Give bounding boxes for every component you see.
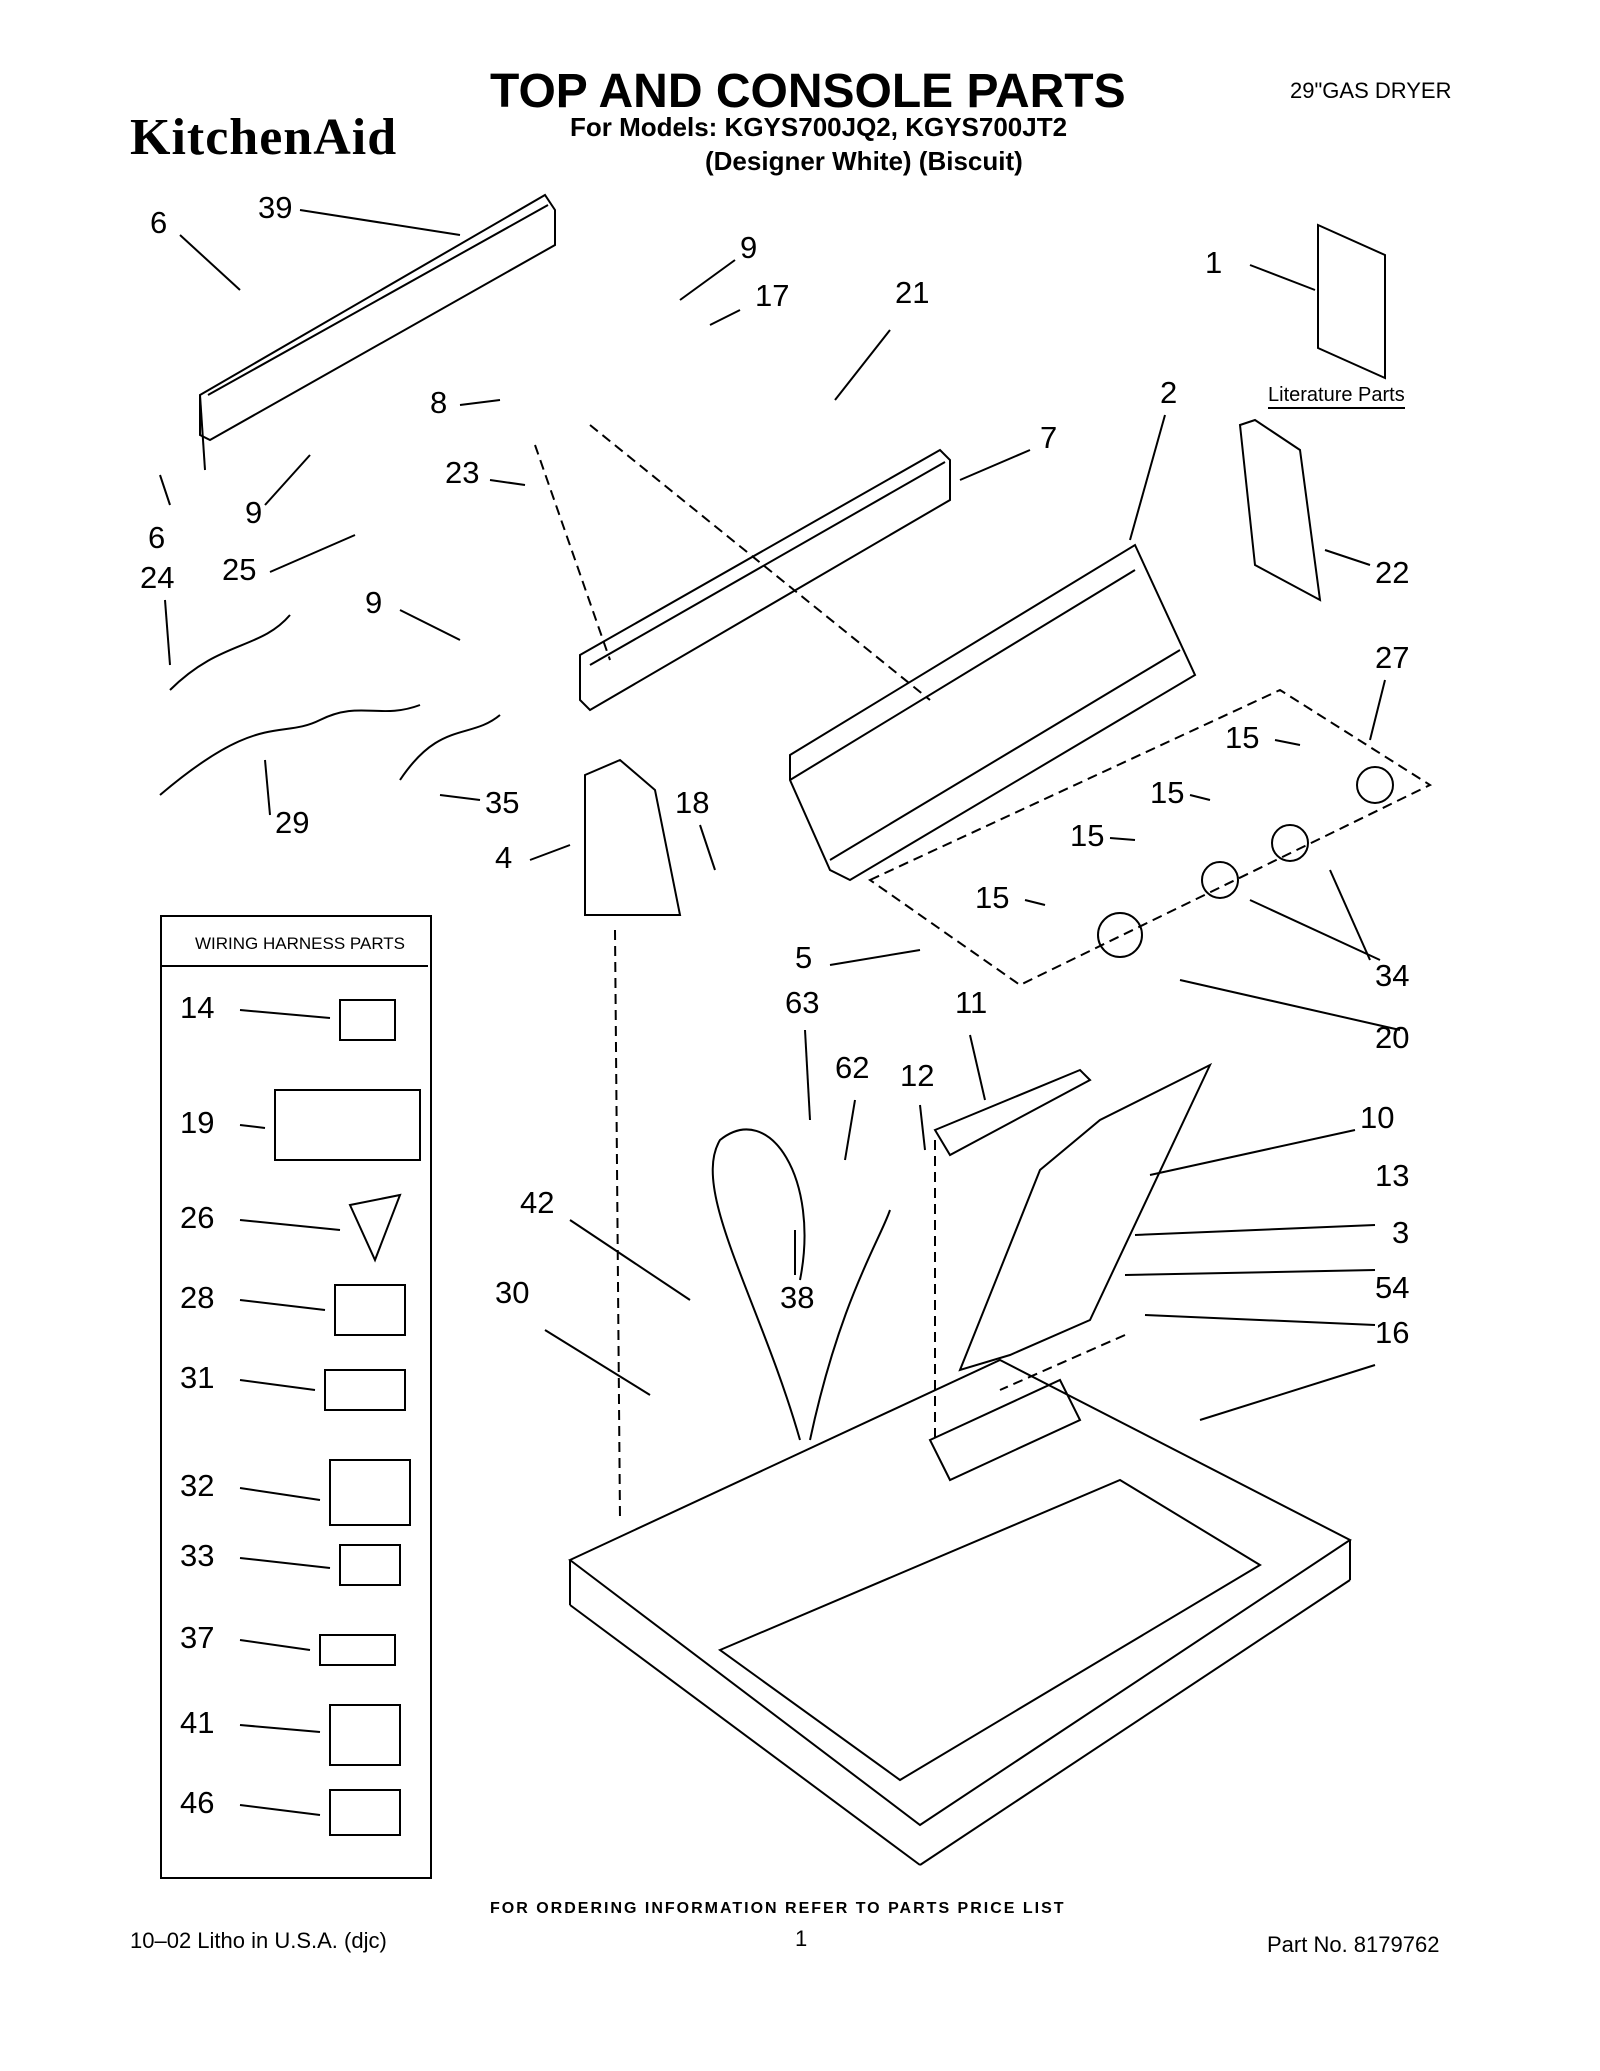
harness-part-33 [339, 1544, 401, 1586]
harness-part-31 [324, 1369, 406, 1411]
ordering-note: FOR ORDERING INFORMATION REFER TO PARTS … [490, 1900, 1066, 1917]
callout-9: 9 [245, 495, 263, 530]
callout-6: 6 [150, 205, 168, 240]
callout-24: 24 [140, 560, 175, 595]
callout-9: 9 [365, 585, 383, 620]
main-wiring-harness-part [711, 1128, 891, 1441]
callout-34: 34 [1375, 958, 1410, 993]
callout-63: 63 [785, 985, 820, 1020]
callout-38: 38 [780, 1280, 815, 1315]
knob-group-outline [868, 688, 1433, 987]
callout-2: 2 [1160, 375, 1178, 410]
harness-part-32 [329, 1459, 411, 1526]
callout-39: 39 [258, 190, 293, 225]
wiring-harness-box [160, 915, 432, 1879]
kitchenaid-logo: KitchenAid [130, 109, 398, 166]
literature-part [1317, 223, 1386, 380]
end-cap-right-part [1238, 418, 1322, 602]
callout-15: 15 [1225, 720, 1260, 755]
harness-callout-37: 37 [180, 1620, 215, 1655]
harness-24-part [169, 614, 291, 691]
wiring-harness-header [160, 915, 428, 967]
callout-18: 18 [675, 785, 710, 820]
page-title: TOP AND CONSOLE PARTS [490, 65, 1126, 118]
callout-4: 4 [495, 840, 513, 875]
part-number: Part No. 8179762 [1267, 1932, 1440, 1957]
callout-5: 5 [795, 940, 813, 975]
harness-callout-26: 26 [180, 1200, 215, 1235]
console-bracket-part [579, 448, 951, 712]
callout-15: 15 [1150, 775, 1185, 810]
harness-callout-14: 14 [180, 990, 215, 1025]
knob-27-part [1356, 766, 1394, 804]
callout-13: 13 [1375, 1158, 1410, 1193]
end-cap-left-part [584, 758, 682, 916]
callout-7: 7 [1040, 420, 1058, 455]
callout-8: 8 [430, 385, 448, 420]
harness-part-26 [348, 1193, 402, 1263]
page-number: 1 [795, 1926, 808, 1951]
callout-11: 11 [955, 985, 988, 1020]
harness-callout-28: 28 [180, 1280, 215, 1315]
callout-42: 42 [520, 1185, 555, 1220]
harness-35-part [399, 714, 501, 781]
harness-part-46 [329, 1789, 401, 1836]
harness-callout-41: 41 [180, 1705, 215, 1740]
callout-23: 23 [445, 455, 480, 490]
harness-29-part [159, 704, 421, 796]
dryer-top-part [568, 1358, 1352, 1866]
knob-34b-part [1201, 861, 1239, 899]
product-type: 29"GAS DRYER [1290, 78, 1452, 103]
callout-17: 17 [755, 278, 790, 313]
callout-20: 20 [1375, 1020, 1410, 1055]
callout-62: 62 [835, 1050, 870, 1085]
callout-6: 6 [148, 520, 166, 555]
callout-15: 15 [975, 880, 1010, 915]
console-part [789, 543, 1197, 882]
callout-12: 12 [900, 1058, 935, 1093]
callout-30: 30 [495, 1275, 530, 1310]
model-list: For Models: KGYS700JQ2, KGYS700JT2 [570, 112, 1068, 142]
callout-10: 10 [1360, 1100, 1395, 1135]
harness-callout-32: 32 [180, 1468, 215, 1503]
literature-parts-label: Literature Parts [1268, 384, 1405, 409]
litho-note: 10–02 Litho in U.S.A. (djc) [130, 1928, 387, 1953]
callout-25: 25 [222, 552, 257, 587]
callout-21: 21 [895, 275, 930, 310]
harness-part-19 [274, 1089, 421, 1161]
harness-part-37 [319, 1634, 396, 1666]
knob-20-part [1097, 912, 1143, 958]
harness-part-41 [329, 1704, 401, 1766]
wiring-harness-title: WIRING HARNESS PARTS [195, 934, 406, 953]
harness-part-14 [339, 999, 396, 1041]
lint-duct-part [933, 1062, 1213, 1372]
callout-15: 15 [1070, 818, 1105, 853]
rear-control-panel-part [199, 193, 556, 471]
knob-34a-part [1271, 824, 1309, 862]
harness-callout-33: 33 [180, 1538, 215, 1573]
callout-1: 1 [1205, 245, 1223, 280]
harness-callout-19: 19 [180, 1105, 215, 1140]
harness-callout-46: 46 [180, 1785, 215, 1820]
harness-callout-31: 31 [180, 1360, 215, 1395]
callout-9: 9 [740, 230, 758, 265]
callout-27: 27 [1375, 640, 1410, 675]
callout-16: 16 [1375, 1315, 1410, 1350]
callout-3: 3 [1392, 1215, 1410, 1250]
callout-35: 35 [485, 785, 520, 820]
callout-22: 22 [1375, 555, 1410, 590]
harness-part-28 [334, 1284, 406, 1336]
callout-29: 29 [275, 805, 310, 840]
callout-54: 54 [1375, 1270, 1410, 1305]
model-variants: (Designer White) (Biscuit) [705, 146, 1023, 176]
